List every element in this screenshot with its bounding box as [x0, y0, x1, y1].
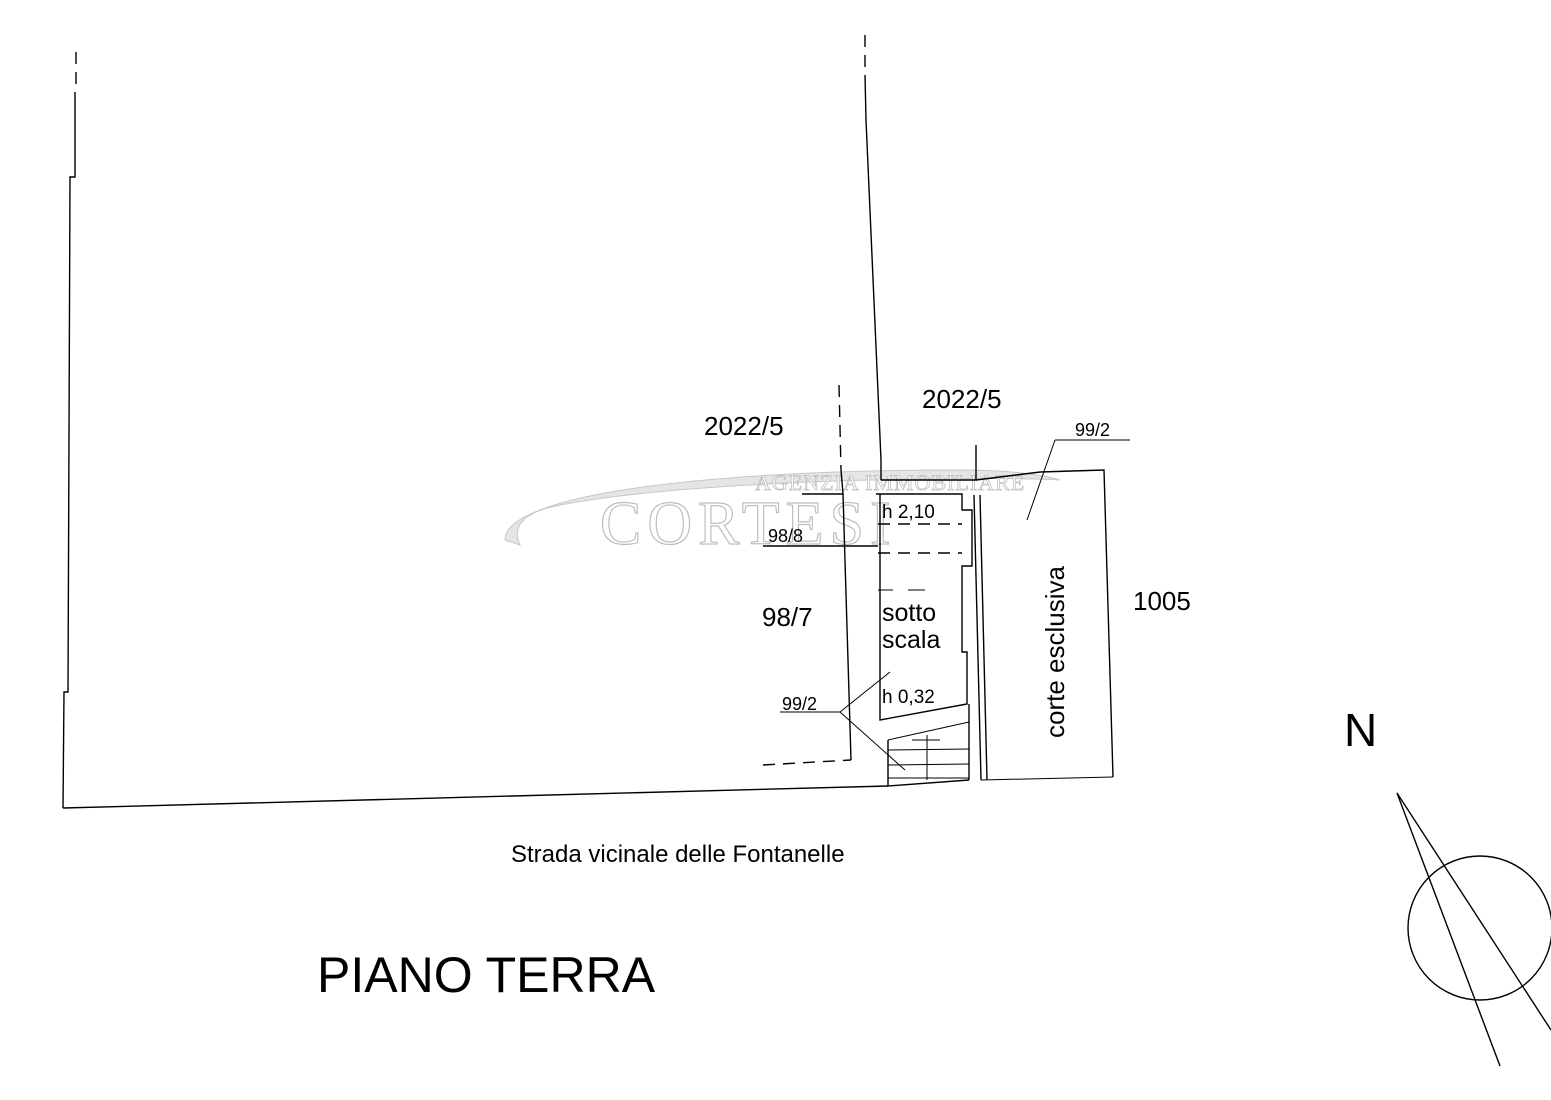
dashed-bottom-left — [762, 759, 852, 766]
parcel-label-98-8: 98/8 — [768, 526, 803, 546]
parcel-label-99-2-top: 99/2 — [1075, 420, 1110, 440]
north-arrow: N — [1344, 704, 1551, 1067]
middle-boundary-line — [864, 74, 882, 480]
north-label: N — [1344, 704, 1377, 756]
leader-99-2-top — [1026, 439, 1056, 521]
left-boundary — [62, 92, 76, 809]
wall-left-stair — [842, 493, 852, 761]
room-height-top: h 2,10 — [882, 502, 935, 523]
parcel-label-99-2-bottom: 99/2 — [782, 694, 817, 714]
room-label-sotto: sotto — [882, 599, 936, 627]
stair-step-1 — [887, 748, 970, 751]
sotto-scala-room — [876, 493, 973, 721]
leader-99-2-bottom-b — [839, 711, 906, 771]
parcel-label-top-left: 2022/5 — [704, 411, 784, 441]
wall-court-2 — [979, 494, 988, 781]
bottom-boundary — [62, 785, 889, 809]
stair-outline — [887, 740, 970, 787]
leader-99-2-bottom-a — [839, 671, 891, 713]
room-height-bottom: h 0,32 — [882, 687, 935, 708]
compass-circle — [1407, 855, 1551, 1001]
parcel-label-98-7: 98/7 — [762, 602, 813, 632]
street-label: Strada vicinale delle Fontanelle — [511, 841, 845, 868]
parcel-label-top-right: 2022/5 — [922, 384, 1002, 414]
court-outline — [975, 469, 1114, 778]
compass-needle-right — [1396, 792, 1551, 1031]
room-label-scala: scala — [882, 626, 940, 654]
compass-needle-left — [1396, 792, 1501, 1067]
building-block — [762, 384, 1130, 787]
plan-title: PIANO TERRA — [317, 947, 656, 1003]
watermark-swoosh — [504, 469, 1061, 546]
wall-court-1 — [973, 494, 982, 781]
court-bottom — [980, 776, 1114, 781]
left-parcel-outline — [62, 52, 889, 809]
court-label: corte esclusiva — [1040, 566, 1070, 738]
watermark-line1: AGENZIA IMMOBILIARE — [755, 470, 1025, 495]
middle-boundary — [864, 35, 882, 480]
watermark-line2: CORTESI — [600, 490, 897, 558]
stair-top — [887, 721, 970, 741]
inner-dashed-top — [838, 384, 842, 471]
stair-step-2 — [887, 763, 970, 766]
parcel-label-1005: 1005 — [1133, 586, 1191, 616]
